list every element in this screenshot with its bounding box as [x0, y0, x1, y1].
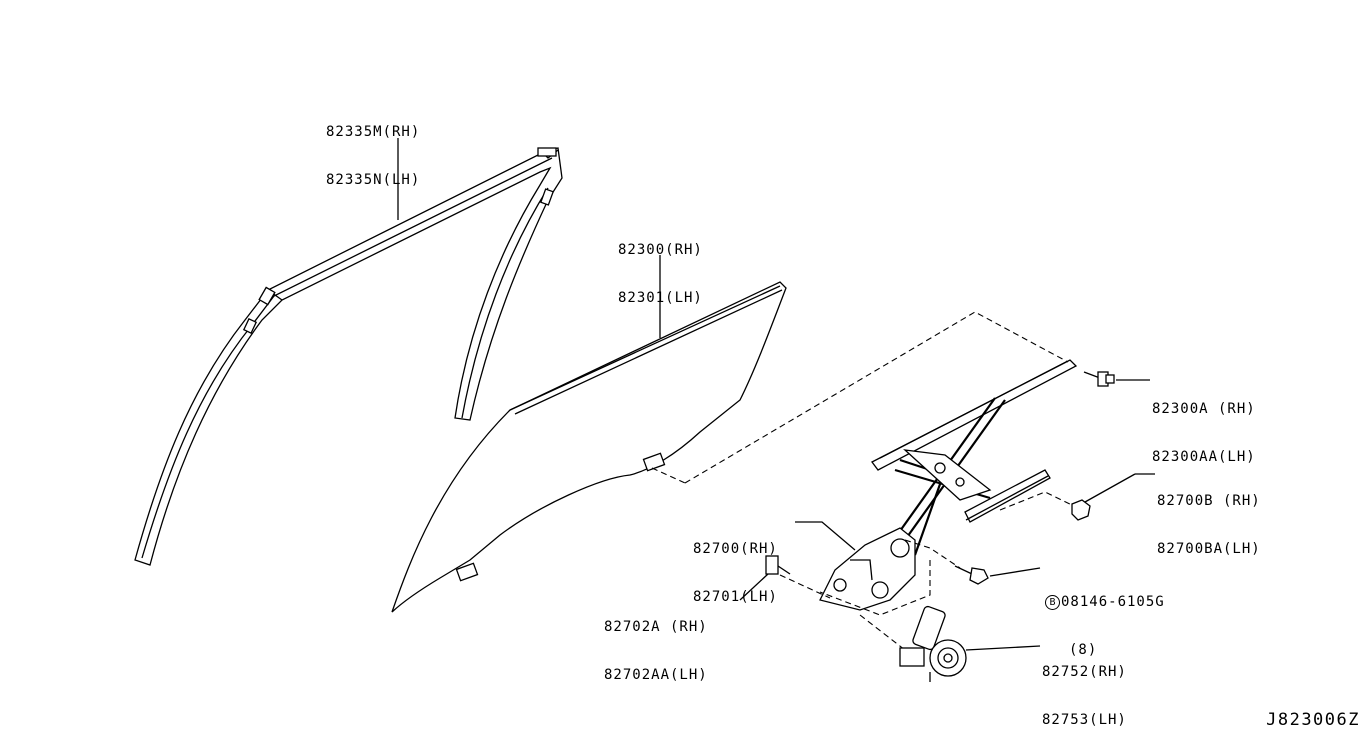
label-motor-lh: 82753(LH) [1042, 712, 1127, 728]
label-screw-part: 08146-6105G [1061, 594, 1165, 610]
label-glass: 82300(RH) 82301(LH) [618, 210, 703, 338]
label-sash-rh: 82335M(RH) [326, 124, 421, 140]
door-sash-channel [134, 147, 563, 566]
door-glass [391, 281, 787, 613]
label-glass-rh: 82300(RH) [618, 242, 703, 258]
label-bolt: 82300A (RH) 82300AA(LH) [1152, 369, 1256, 497]
label-sash-lh: 82335N(LH) [326, 172, 421, 188]
label-bolt-rh: 82300A (RH) [1152, 401, 1256, 417]
label-grommet: 82702A (RH) 82702AA(LH) [604, 587, 708, 715]
label-nut-lh: 82700BA(LH) [1157, 541, 1261, 557]
reference-code: J823006Z [1266, 710, 1360, 730]
label-motor: 82752(RH) 82753(LH) [1042, 632, 1127, 736]
regulator-leader [795, 521, 856, 551]
nut-82700b [1071, 473, 1155, 521]
window-regulator [684, 311, 1079, 651]
label-regulator-lh: 82701(LH) [693, 589, 778, 605]
regulator-motor [899, 605, 1041, 682]
label-glass-lh: 82301(LH) [618, 290, 703, 306]
label-sash: 82335M(RH) 82335N(LH) [326, 92, 420, 220]
label-grommet-lh: 82702AA(LH) [604, 667, 708, 683]
label-bolt-lh: 82300AA(LH) [1152, 449, 1256, 465]
label-motor-rh: 82752(RH) [1042, 664, 1127, 680]
screw-08146 [954, 565, 1041, 585]
label-regulator-rh: 82700(RH) [693, 541, 778, 557]
label-grommet-rh: 82702A (RH) [604, 619, 708, 635]
label-nut-rh: 82700B (RH) [1157, 493, 1261, 509]
bolt-82300a [1083, 371, 1150, 387]
grommet-82702a [739, 555, 791, 601]
label-screw-qty: (8) [1069, 642, 1098, 658]
label-regulator: 82700(RH) 82701(LH) [693, 509, 778, 637]
bolt-symbol-icon: B [1045, 595, 1060, 610]
label-nut: 82700B (RH) 82700BA(LH) [1157, 461, 1261, 589]
